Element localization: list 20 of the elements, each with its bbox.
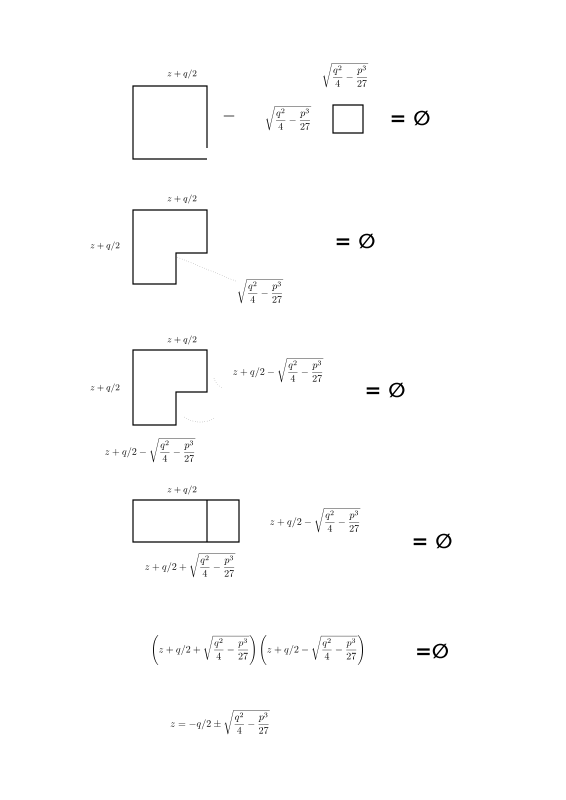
formula-label: $\left(z+q/2+\sqrt{\frac{q^2}{4}-\frac{p^3}{27}}\right)\left(z+q/2-\sqrt{\frac{q^2}{4}-\frac{p^3}{27}}\right)$ bbox=[153, 635, 363, 666]
formula-label: $z+q/2-\sqrt{\frac{q^2}{4}-\frac{p^3}{27}}$ bbox=[233, 358, 324, 382]
equals-zero: = ∅ bbox=[392, 110, 430, 126]
equals-zero: = ∅ bbox=[414, 534, 452, 548]
formula-label: $z+q/2-\sqrt{\frac{q^2}{4}-\frac{p^3}{27}}$ bbox=[270, 508, 360, 532]
equals-zero: =∅ bbox=[417, 644, 448, 658]
formula-label: $\sqrt{\frac{q^2}{4}-\frac{p^3}{27}}$ bbox=[238, 279, 284, 304]
side-label: $z+q/2$ bbox=[90, 242, 120, 251]
square-figure bbox=[332, 104, 364, 134]
l-shape-figure bbox=[132, 349, 208, 426]
equals-zero: = ∅ bbox=[366, 382, 404, 398]
square-figure bbox=[132, 85, 208, 160]
rectangle-figure bbox=[132, 499, 240, 543]
formula-label: $z+q/2-\sqrt{\frac{q^2}{4}-\frac{p^3}{27}}$ bbox=[105, 438, 196, 462]
side-label: $z+q/2$ bbox=[90, 384, 120, 393]
formula-label: $z+q/2+\sqrt{\frac{q^2}{4}-\frac{p^3}{27}}$ bbox=[145, 553, 236, 578]
equals-zero: = ∅ bbox=[336, 234, 374, 248]
l-shape-figure bbox=[132, 209, 208, 285]
formula-label: $z=-q/2\pm\sqrt{\frac{q^2}{4}-\frac{p^3}{27}}$ bbox=[170, 710, 270, 734]
formula-label: $\sqrt{\frac{q^2}{4}-\frac{p^3}{27}}$ bbox=[266, 106, 312, 130]
